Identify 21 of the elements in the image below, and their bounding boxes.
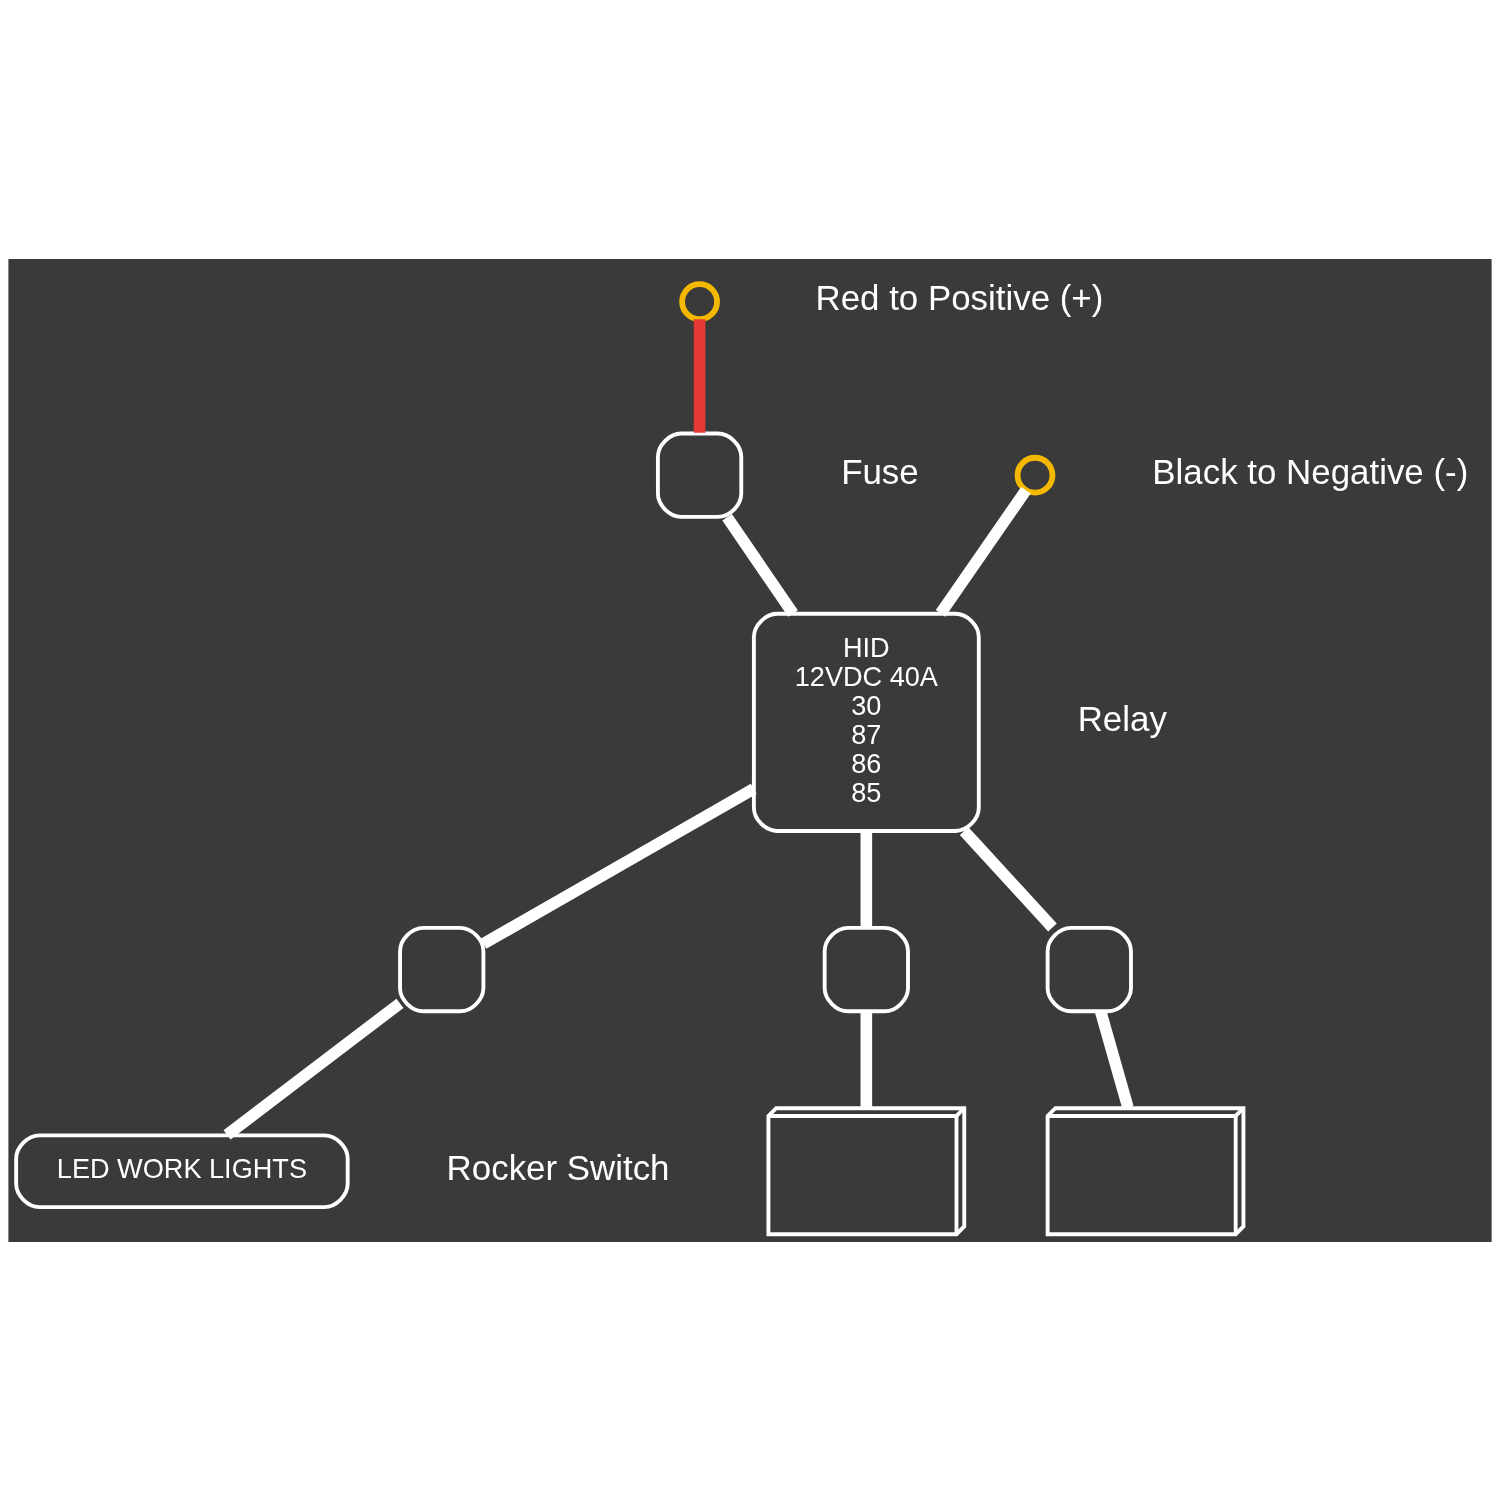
node-circle — [1014, 454, 1056, 496]
node-box — [1045, 925, 1133, 1013]
node-label: Fuse — [841, 451, 919, 491]
connector — [693, 318, 706, 433]
node-box — [398, 925, 486, 1013]
connector — [722, 513, 798, 617]
connector — [860, 830, 873, 927]
node-box: LED WORK LIGHTS — [14, 1132, 350, 1209]
connector — [860, 1011, 873, 1107]
connector — [959, 826, 1057, 931]
connector — [480, 783, 757, 949]
node-label: Rocker Switch — [446, 1147, 670, 1187]
node-circle — [679, 280, 720, 322]
node-label: Black to Negative (-) — [1152, 451, 1469, 491]
node-label: Red to Positive (+) — [815, 277, 1104, 317]
node-box: HID 12VDC 40A 30 87 86 85 — [751, 611, 981, 833]
node-box — [655, 431, 744, 519]
node-label: Relay — [1077, 698, 1167, 738]
node-box — [822, 925, 910, 1013]
connector — [935, 486, 1031, 617]
connector — [223, 998, 404, 1140]
